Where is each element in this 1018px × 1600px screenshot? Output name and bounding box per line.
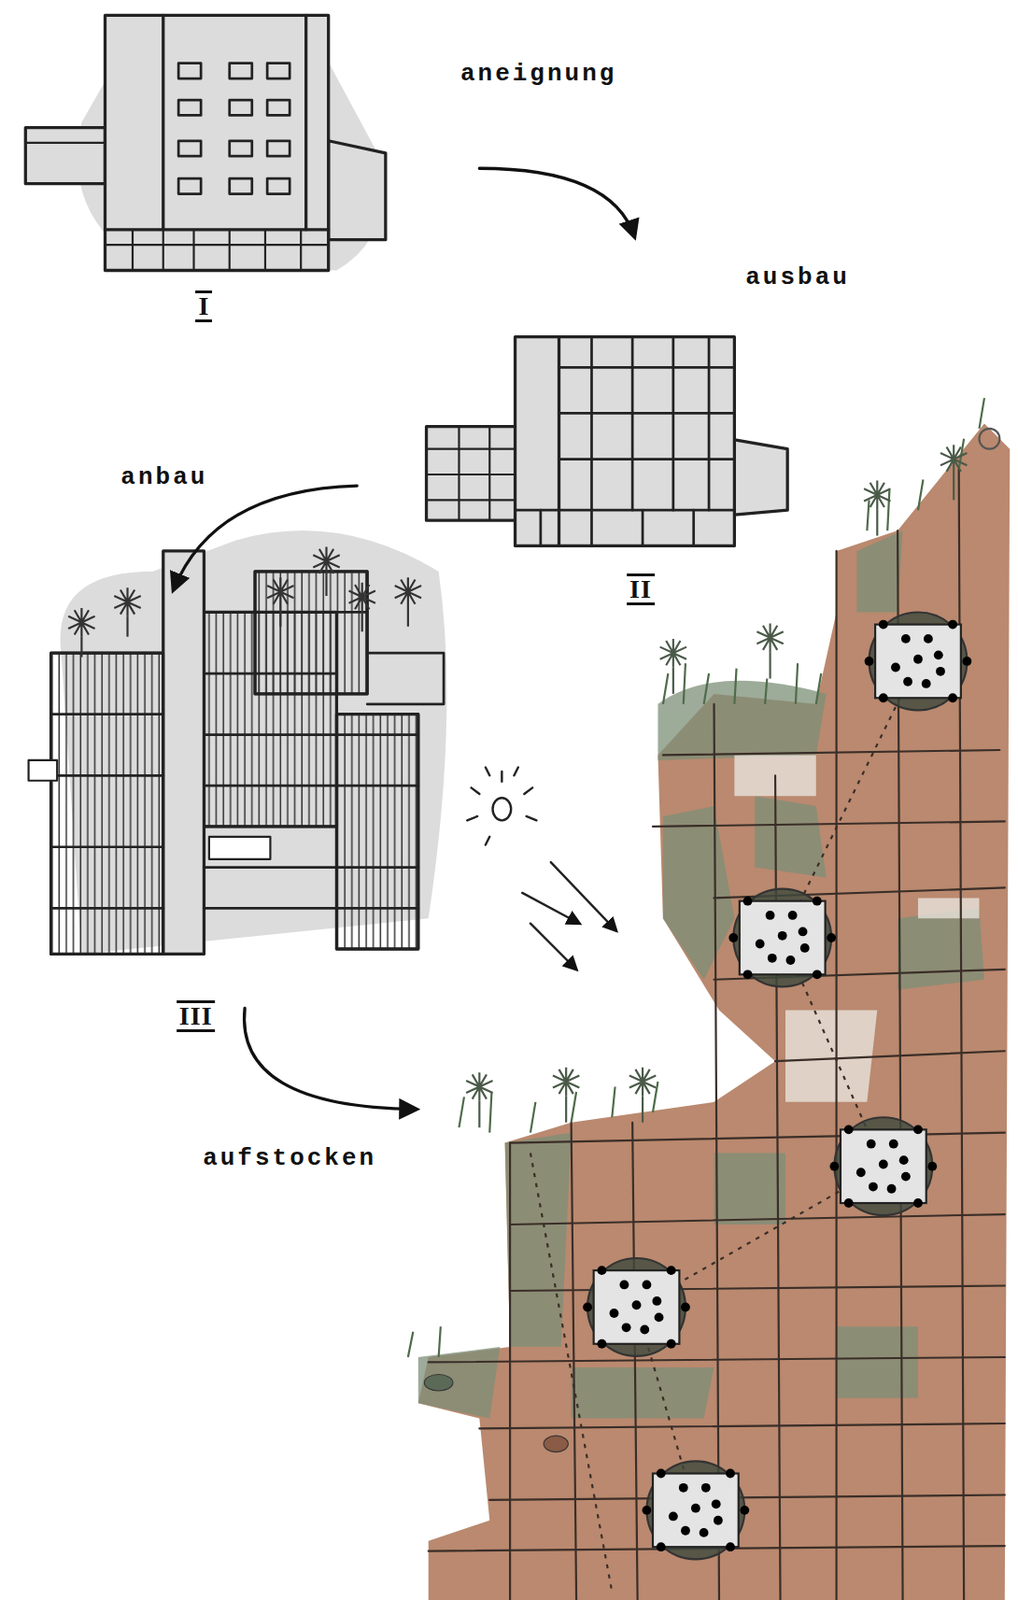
- stage-number: III: [176, 1000, 216, 1033]
- stage-number: I: [195, 290, 213, 323]
- stage-name: anbau: [120, 464, 208, 492]
- stage-name: aufstocken: [202, 1145, 377, 1173]
- stage-name: ausbau: [745, 264, 850, 292]
- stage-number: II: [626, 573, 655, 606]
- stage-name: aneignung: [460, 59, 617, 87]
